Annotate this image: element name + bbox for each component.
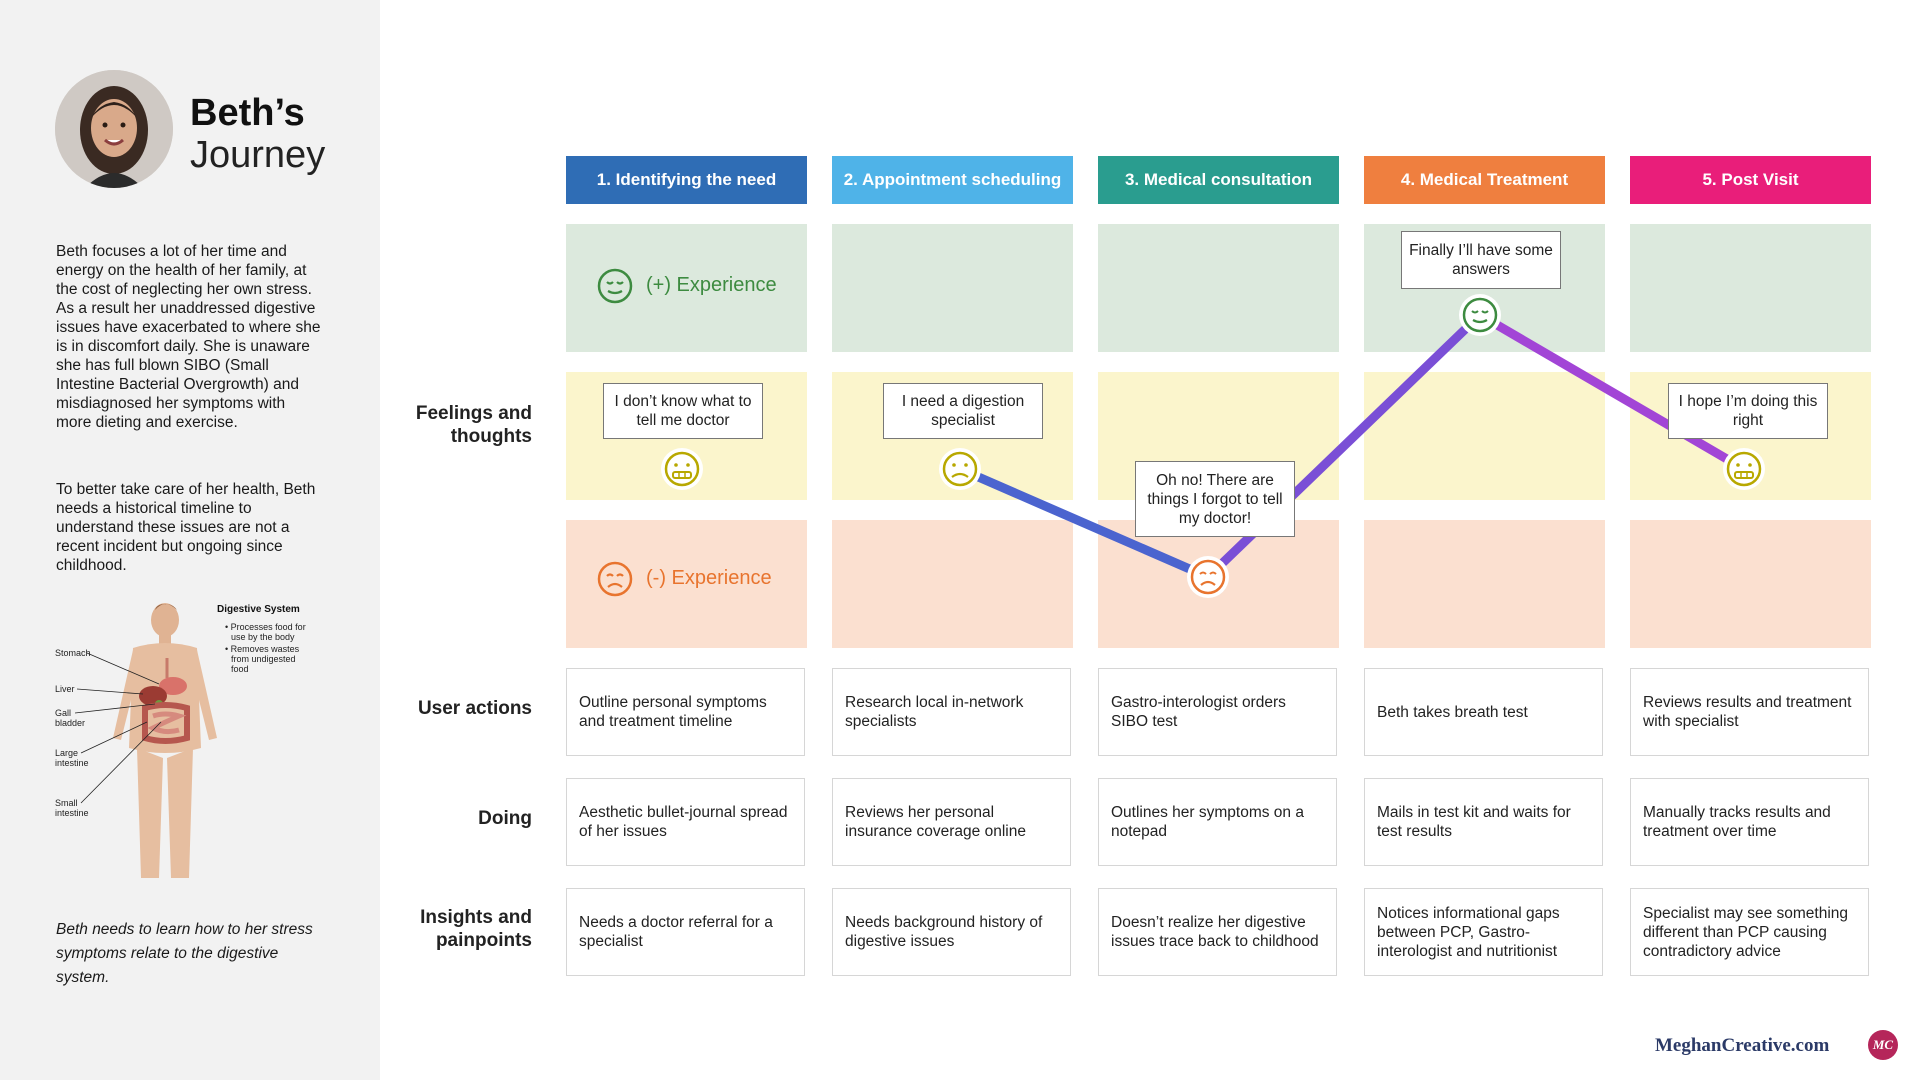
svg-text:bladder: bladder — [55, 718, 85, 728]
insight-card: Doesn’t realize her digestive issues tra… — [1098, 888, 1337, 976]
negative-experience-label: (-) Experience — [646, 567, 772, 589]
svg-text:Gall: Gall — [55, 708, 71, 718]
negative-face-icon — [1187, 556, 1229, 598]
insight-card: Specialist may see something different t… — [1630, 888, 1869, 976]
thought-bubble: I don’t know what to tell me doctor — [603, 383, 763, 439]
svg-text:food: food — [231, 664, 249, 674]
negative-band — [566, 520, 807, 648]
avatar-photo-icon — [55, 70, 173, 188]
positive-band — [832, 224, 1073, 352]
doing-card: Manually tracks results and treatment ov… — [1630, 778, 1869, 866]
negative-band — [1630, 520, 1871, 648]
svg-text:Small: Small — [55, 798, 78, 808]
doing-card: Aesthetic bullet-journal spread of her i… — [566, 778, 805, 866]
positive-experience-face-icon — [597, 268, 633, 304]
persona-name: Beth’s — [190, 92, 305, 134]
row-label-doing: Doing — [478, 808, 532, 829]
insight-card: Needs a doctor referral for a specialist — [566, 888, 805, 976]
svg-text:Liver: Liver — [55, 684, 75, 694]
persona-closing-note: Beth needs to learn how to her stress sy… — [56, 921, 313, 986]
insight-card: Needs background history of digestive is… — [832, 888, 1071, 976]
doing-card: Reviews her personal insurance coverage … — [832, 778, 1071, 866]
svg-text:Digestive System: Digestive System — [217, 604, 300, 615]
svg-text:intestine: intestine — [55, 808, 89, 818]
neutral-face-icon — [1723, 448, 1765, 490]
svg-text:intestine: intestine — [55, 758, 89, 768]
insight-card: Notices informational gaps between PCP, … — [1364, 888, 1603, 976]
doing-card: Outlines her symptoms on a notepad — [1098, 778, 1337, 866]
svg-text:• Removes wastes: • Removes wastes — [225, 644, 300, 654]
negative-experience-face-icon — [597, 561, 633, 597]
row-label-insights: Insights and painpoints — [420, 907, 532, 951]
user-action-card: Reviews results and treatment with speci… — [1630, 668, 1869, 756]
persona-goal-paragraph: To better take care of her health, Beth … — [56, 481, 316, 574]
digestive-system-illustration: Stomach Liver Gall bladder Large intesti… — [55, 603, 306, 878]
positive-band — [1098, 224, 1339, 352]
phase-header-post-visit: 5. Post Visit — [1630, 156, 1871, 204]
negative-band — [1364, 520, 1605, 648]
row-label-feelings: Feelings and thoughts — [415, 403, 532, 447]
journey-title: Journey — [190, 134, 326, 176]
row-label-user-actions: User actions — [417, 698, 532, 719]
svg-text:Stomach: Stomach — [55, 648, 91, 658]
doing-card: Mails in test kit and waits for test res… — [1364, 778, 1603, 866]
phase-header-identifying-need: 1. Identifying the need — [566, 156, 807, 204]
positive-band — [1630, 224, 1871, 352]
svg-text:Large: Large — [55, 748, 78, 758]
user-action-card: Outline personal symptoms and treatment … — [566, 668, 805, 756]
thought-bubble: Oh no! There are things I forgot to tell… — [1135, 461, 1295, 537]
phase-header-medical-treatment: 4. Medical Treatment — [1364, 156, 1605, 204]
phase-header-appointment-scheduling: 2. Appointment scheduling — [832, 156, 1073, 204]
phase-header-medical-consultation: 3. Medical consultation — [1098, 156, 1339, 204]
svg-text:• Processes food for: • Processes food for — [225, 622, 306, 632]
thought-bubble: Finally I’ll have some answers — [1401, 231, 1561, 289]
neutral-face-icon — [939, 448, 981, 490]
user-action-card: Beth takes breath test — [1364, 668, 1603, 756]
user-action-card: Research local in-network specialists — [832, 668, 1071, 756]
neutral-face-icon — [661, 448, 703, 490]
positive-band — [566, 224, 807, 352]
positive-experience-label: (+) Experience — [646, 274, 777, 296]
brand-logo-icon: MC — [1868, 1030, 1898, 1060]
persona-bio-paragraph: Beth focuses a lot of her time and energ… — [56, 243, 321, 431]
thought-bubble: I hope I’m doing this right — [1668, 383, 1828, 439]
svg-text:use by the body: use by the body — [231, 632, 295, 642]
svg-text:from undigested: from undigested — [231, 654, 296, 664]
negative-band — [832, 520, 1073, 648]
positive-face-icon — [1459, 294, 1501, 336]
thought-bubble: I need a digestion specialist — [883, 383, 1043, 439]
brand-link[interactable]: MeghanCreative.com — [1655, 1035, 1830, 1056]
user-action-card: Gastro-interologist orders SIBO test — [1098, 668, 1337, 756]
persona-avatar — [55, 70, 173, 188]
persona-sidebar — [0, 0, 380, 1080]
